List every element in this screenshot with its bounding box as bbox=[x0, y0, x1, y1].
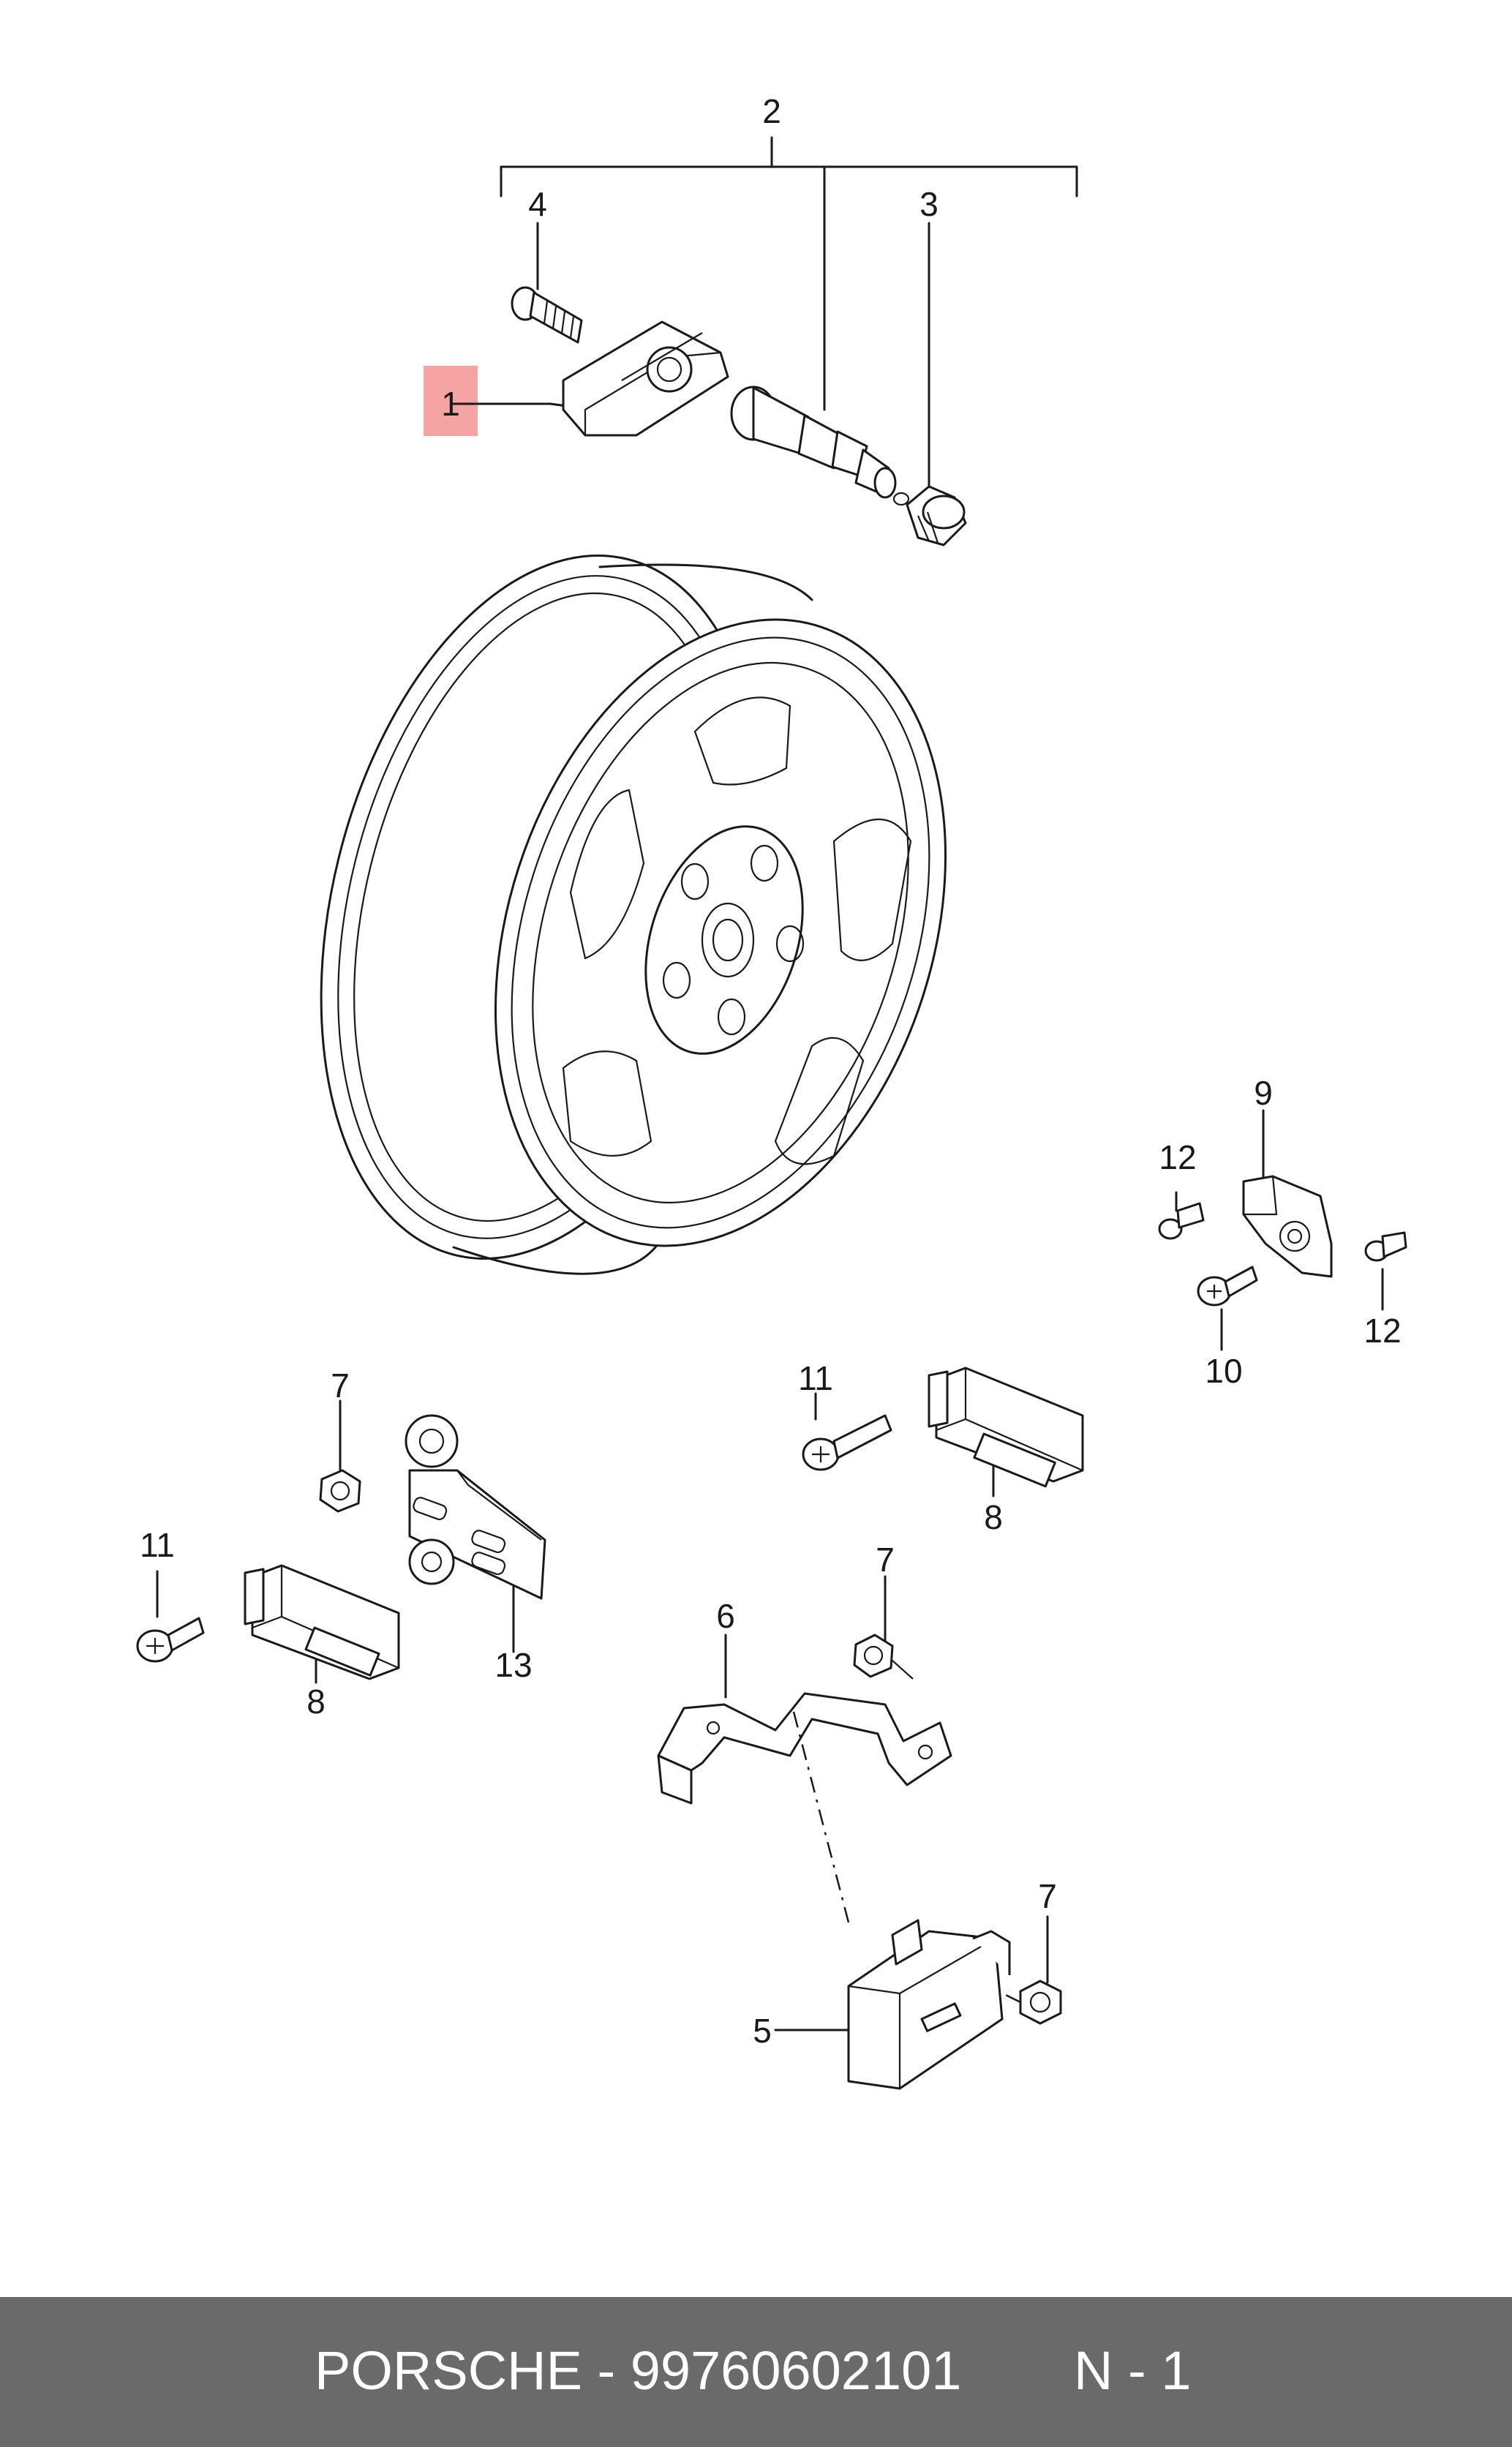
label-part-10: 10 bbox=[1205, 1352, 1242, 1390]
label-part-12-left: 12 bbox=[1159, 1138, 1196, 1176]
label-part-2: 2 bbox=[762, 92, 781, 130]
label-part-12-right: 12 bbox=[1364, 1312, 1401, 1350]
label-part-3: 3 bbox=[919, 185, 939, 223]
highlight-part-1 bbox=[424, 366, 478, 436]
label-part-7-left: 7 bbox=[331, 1367, 350, 1405]
wheel-rim bbox=[320, 555, 947, 1275]
label-part-7-center: 7 bbox=[876, 1541, 895, 1579]
valve-stem-part-2 bbox=[730, 386, 910, 506]
tpms-sensor-part-1 bbox=[562, 320, 729, 437]
screw-part-11-left bbox=[136, 1617, 205, 1663]
clip-part-12-left bbox=[1158, 1202, 1205, 1240]
screw-part-11-top bbox=[802, 1414, 892, 1471]
label-part-11-left: 11 bbox=[140, 1526, 175, 1564]
control-unit-part-5 bbox=[847, 1919, 1011, 2090]
label-part-9: 9 bbox=[1254, 1074, 1273, 1112]
sensor-module-part-8-top bbox=[928, 1367, 1084, 1488]
mounting-bracket-part-6 bbox=[657, 1692, 952, 1923]
parts-diagram: 2 4 3 1 9 12 12 10 11 8 7 13 11 8 6 7 7 … bbox=[136, 92, 1407, 2090]
clip-part-12-right bbox=[1364, 1231, 1407, 1262]
footer-bar: PORSCHE - 99760602101 N - 1 bbox=[0, 2297, 1512, 2447]
label-part-6: 6 bbox=[716, 1597, 735, 1635]
label-part-7-lower: 7 bbox=[1038, 1877, 1057, 1915]
label-part-13: 13 bbox=[494, 1646, 532, 1684]
screw-part-10 bbox=[1197, 1266, 1258, 1307]
part-number-labels: 2 4 3 1 9 12 12 10 11 8 7 13 11 8 6 7 7 … bbox=[140, 92, 1401, 2050]
nut-part-7-left bbox=[319, 1469, 361, 1513]
sensor-module-part-8-left bbox=[244, 1564, 400, 1680]
valve-cap-part-3 bbox=[906, 485, 967, 546]
label-part-8-left: 8 bbox=[306, 1683, 326, 1721]
nut-part-7-center bbox=[853, 1634, 914, 1680]
label-part-11-top: 11 bbox=[798, 1359, 833, 1397]
label-part-1: 1 bbox=[441, 385, 460, 423]
label-part-5: 5 bbox=[753, 2012, 772, 2050]
label-part-4: 4 bbox=[528, 185, 547, 223]
label-part-8-top: 8 bbox=[984, 1498, 1003, 1536]
footer-brand-part-number: PORSCHE - 99760602101 bbox=[315, 2340, 962, 2401]
bracket-part-9 bbox=[1242, 1175, 1333, 1278]
footer-page-number: N - 1 bbox=[1074, 2340, 1192, 2401]
bolt-part-4 bbox=[511, 286, 583, 344]
assembly-bracket-2 bbox=[500, 136, 1078, 411]
antenna-bracket-part-13 bbox=[405, 1414, 546, 1600]
